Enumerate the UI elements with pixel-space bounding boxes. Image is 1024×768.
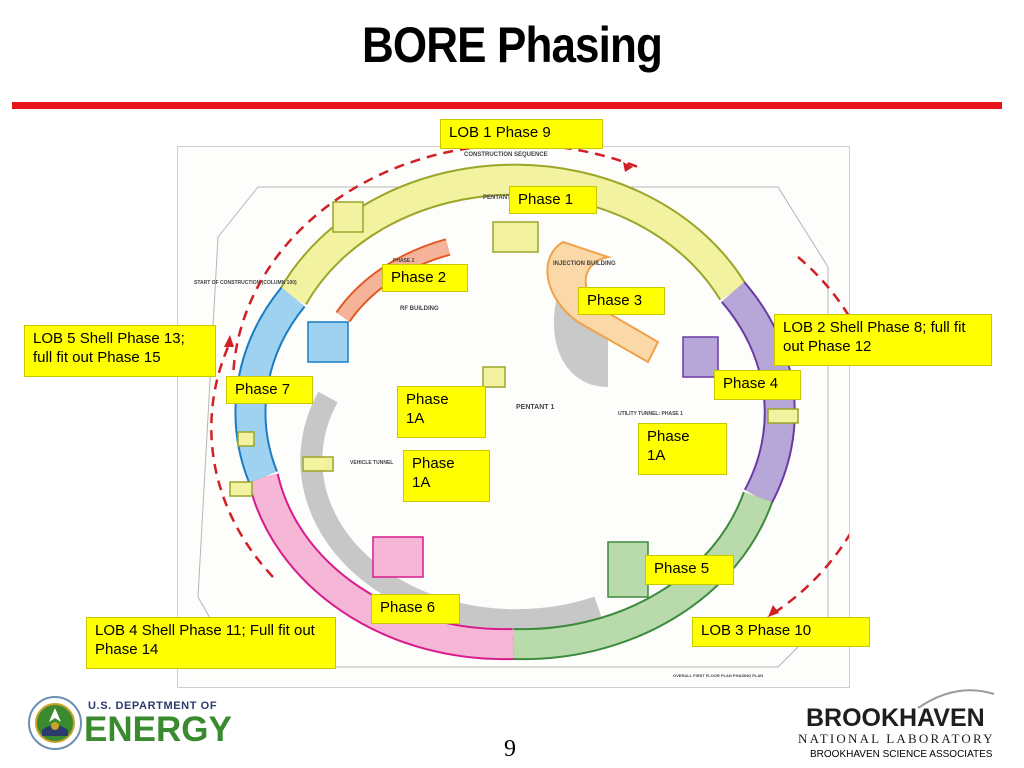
label-injection-building: INJECTION BUILDING	[553, 261, 616, 267]
callout-phase-5: Phase 5	[645, 555, 734, 585]
callout-phase-1: Phase 1	[509, 186, 597, 214]
title-divider	[12, 102, 1002, 109]
block-vehicle-tunnel	[302, 456, 334, 472]
brookhaven-associates-text: BROOKHAVEN SCIENCE ASSOCIATES	[810, 749, 993, 760]
label-utility-tunnel: UTILITY TUNNEL: PHASE 1	[618, 411, 683, 417]
ring-fill-phase-6	[249, 473, 514, 659]
label-start-of-construction: START OF CONSTRUCTION (COLUMN 100)	[194, 280, 297, 286]
block-lob2	[682, 336, 719, 378]
callout-phase-1a-lower: Phase 1A	[403, 450, 490, 502]
callout-lob2: LOB 2 Shell Phase 8; full fit out Phase …	[774, 314, 992, 366]
doe-logo-energy-text: ENERGY	[84, 710, 232, 749]
callout-phase-2: Phase 2	[382, 264, 468, 292]
block-lob4	[372, 536, 424, 578]
doe-logo: U.S. DEPARTMENT OF ENERGY	[26, 694, 241, 758]
sequence-arrowhead-right	[768, 605, 779, 617]
callout-lob3: LOB 3 Phase 10	[692, 617, 870, 647]
doe-logo-top-text: U.S. DEPARTMENT OF	[88, 700, 218, 712]
site-boundary	[197, 186, 829, 668]
ring-fill-phase-1	[280, 165, 745, 304]
callout-phase-6: Phase 6	[371, 594, 460, 624]
sequence-arrow-top	[231, 147, 639, 388]
callout-phase-1a-center: Phase 1A	[397, 386, 486, 438]
floor-plan: CONSTRUCTION SEQUENCE PENTANT PENTANT 1 …	[177, 146, 850, 688]
label-pentant-1: PENTANT 1	[516, 404, 554, 411]
callout-lob1: LOB 1 Phase 9	[440, 119, 603, 149]
ring-fill-phase-5	[512, 492, 772, 659]
brookhaven-swoosh-icon	[917, 689, 995, 709]
label-phase-2-small: PHASE 2	[393, 258, 415, 264]
callout-lob5: LOB 5 Shell Phase 13; full fit out Phase…	[24, 325, 216, 377]
brookhaven-logo: BROOKHAVEN NATIONAL LABORATORY BROOKHAVE…	[796, 689, 1010, 766]
sequence-arrowhead-left	[224, 335, 234, 347]
page-title: BORE Phasing	[362, 17, 663, 73]
block-center	[482, 366, 506, 388]
sequence-arrowhead-top	[623, 162, 633, 172]
brookhaven-name-text: BROOKHAVEN	[806, 704, 985, 732]
label-pentant-top: PENTANT	[483, 195, 511, 201]
block-lob3	[607, 541, 649, 598]
callout-lob4: LOB 4 Shell Phase 11; Full fit out Phase…	[86, 617, 336, 669]
label-vehicle-tunnel: VEHICLE TUNNEL	[350, 460, 393, 466]
page-number: 9	[504, 736, 516, 762]
block-lob5	[307, 321, 349, 363]
doe-seal-icon	[28, 696, 82, 750]
sequence-arrow-left	[210, 346, 274, 578]
callout-phase-3: Phase 3	[578, 287, 665, 315]
block-lob1-a	[332, 201, 364, 233]
block-small-left-2	[229, 481, 253, 497]
label-plan-caption: OVERALL FIRST FLOOR PLAN PHASING PLAN	[673, 673, 763, 678]
label-construction-sequence: CONSTRUCTION SEQUENCE	[464, 152, 548, 158]
callout-phase-1a-right: Phase 1A	[638, 423, 727, 475]
brookhaven-lab-text: NATIONAL LABORATORY	[798, 731, 995, 746]
sequence-arrow-right	[767, 256, 849, 619]
block-small-left	[237, 431, 255, 447]
block-lob1-b	[492, 221, 539, 253]
inner-road	[300, 391, 602, 632]
injection-building-phase-3	[546, 240, 660, 364]
label-rf-building: RF BUILDING	[400, 306, 439, 312]
block-utility-tunnel	[767, 408, 799, 424]
floor-plan-drawing: CONSTRUCTION SEQUENCE PENTANT PENTANT 1 …	[194, 147, 849, 678]
callout-phase-4: Phase 4	[714, 370, 801, 400]
callout-phase-7: Phase 7	[226, 376, 313, 404]
